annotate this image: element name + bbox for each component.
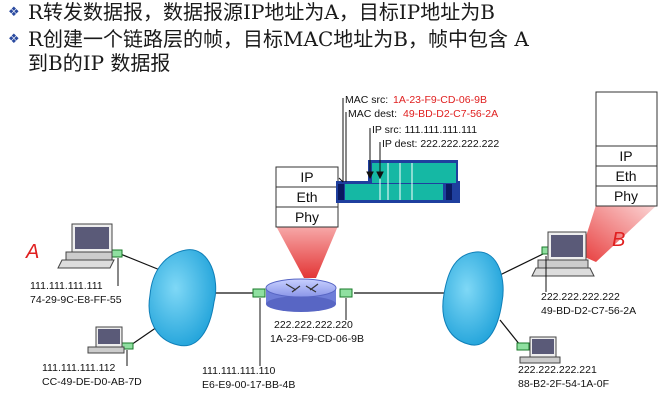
host-b-name: B <box>612 229 625 251</box>
left-subnet-cloud <box>148 249 217 347</box>
link-layer-frame <box>336 160 460 203</box>
host-b-computer-icon <box>531 231 595 277</box>
right-subnet-cloud <box>442 251 504 346</box>
bullet-2: ❖ R创建一个链路层的帧，目标MAC地址为B，帧中包含 A <box>8 27 529 52</box>
mac-dest-value: 49-BD-D2-C7-56-2A <box>403 108 498 120</box>
frame-mac-labels-bg <box>340 90 458 122</box>
bullet-2-continued: 到B的IP 数据报 <box>28 51 170 75</box>
host-a2-computer-icon <box>87 326 125 354</box>
host-a-ip: 111.111.111.111 <box>30 280 103 292</box>
host-b-stack-ip: IP <box>619 148 632 164</box>
router-icon <box>265 278 337 312</box>
router-stack-beam <box>276 226 338 278</box>
router-stack-eth: Eth <box>296 189 317 205</box>
diamond-bullet-icon: ❖ <box>8 32 20 47</box>
host-b2-computer-icon <box>519 336 561 364</box>
host-b-ip: 222.222.222.222 <box>541 291 620 303</box>
host-b-protocol-stack: IP Eth Phy <box>595 91 658 207</box>
diamond-bullet-icon: ❖ <box>8 5 20 20</box>
bullet-1-text: R转发数据报，数据报源IP地址为A，目标IP地址为B <box>28 0 495 24</box>
ip-dest-label: IP dest: 222.222.222.222 <box>382 138 499 150</box>
mac-src-value: 1A-23-F9-CD-06-9B <box>393 94 487 106</box>
router-protocol-stack: IP Eth Phy <box>275 166 339 228</box>
host-a-mac: 74-29-9C-E8-FF-55 <box>30 294 122 306</box>
host-a-computer-icon <box>57 223 115 269</box>
host-b2-mac: 88-B2-2F-54-1A-0F <box>518 378 609 390</box>
router-right-ip: 222.222.222.220 <box>274 319 353 331</box>
bullet-2-continued-text: 到B的IP 数据报 <box>28 51 171 75</box>
host-a2-ip: 111.111.111.112 <box>42 362 116 374</box>
bullet-1: ❖ R转发数据报，数据报源IP地址为A，目标IP地址为B <box>8 0 495 25</box>
mac-dest-label: MAC dest: <box>348 108 397 120</box>
router-left-ip: 111.111.111.110 <box>202 365 276 377</box>
host-b-mac: 49-BD-D2-C7-56-2A <box>541 305 636 317</box>
router-stack-phy: Phy <box>295 209 319 225</box>
router-stack-ip: IP <box>300 169 313 185</box>
frame-field-pointers <box>338 98 384 183</box>
network-links <box>117 252 546 348</box>
bullet-2-text: R创建一个链路层的帧，目标MAC地址为B，帧中包含 A <box>28 27 529 51</box>
host-a-name: A <box>25 241 39 263</box>
host-a2-mac: CC-49-DE-D0-AB-7D <box>42 376 142 388</box>
host-b-stack-phy: Phy <box>614 188 638 204</box>
mac-src-label: MAC src: <box>345 94 388 106</box>
router-left-mac: E6-E9-00-17-BB-4B <box>202 379 295 391</box>
router-right-mac: 1A-23-F9-CD-06-9B <box>270 333 364 345</box>
ip-src-label: IP src: 111.111.111.111 <box>372 124 477 136</box>
host-b-stack-beam <box>580 205 657 262</box>
host-b2-ip: 222.222.222.221 <box>518 364 597 376</box>
host-b-stack-eth: Eth <box>615 168 636 184</box>
